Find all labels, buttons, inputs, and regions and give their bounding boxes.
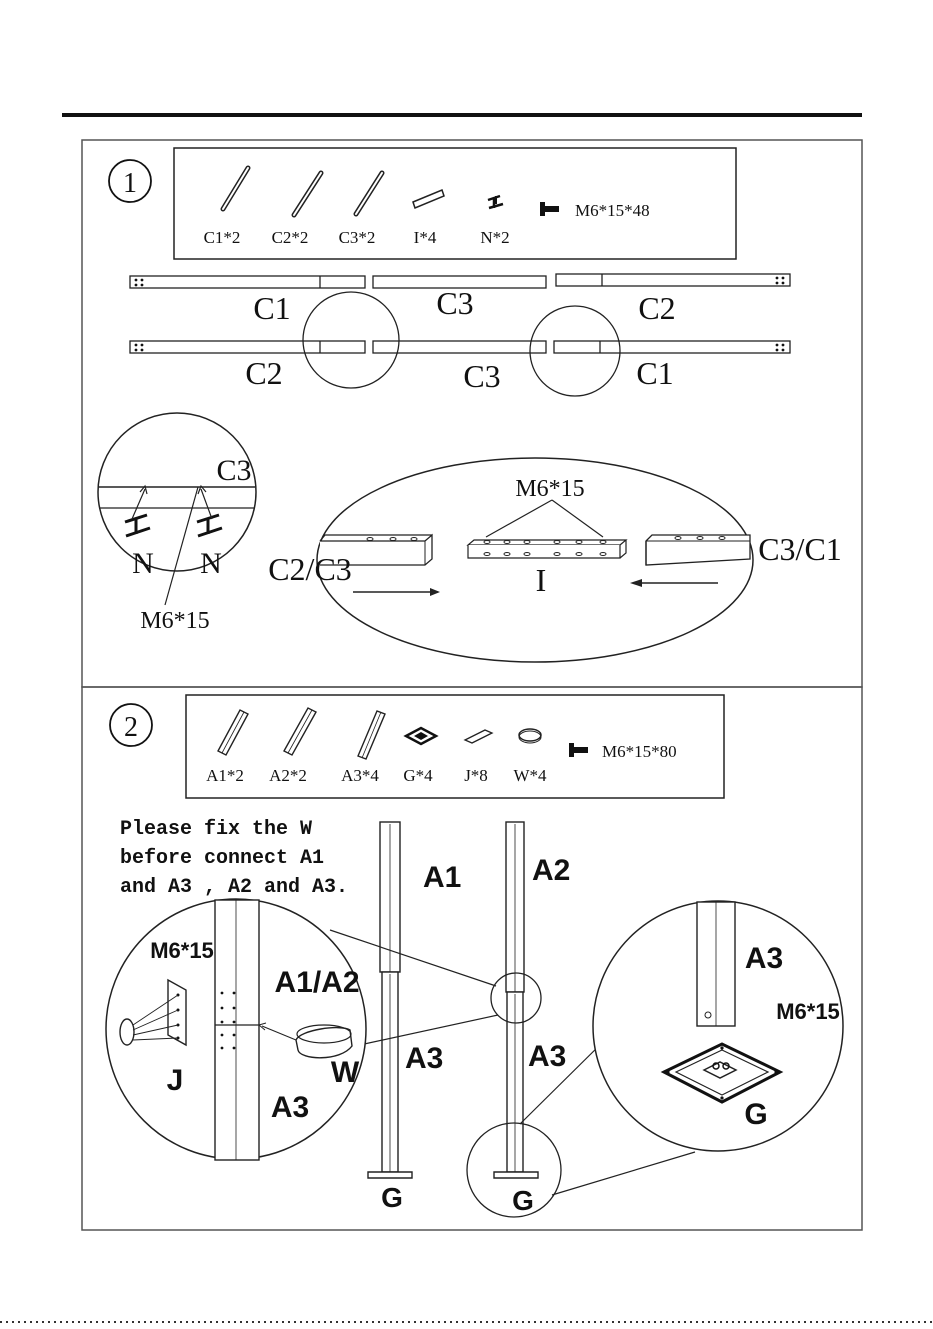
top-rule <box>62 113 862 117</box>
svg-text:A1/A2: A1/A2 <box>274 966 359 999</box>
part-label-a3: A3*4 <box>341 766 379 785</box>
bracket-n-icon <box>488 196 503 208</box>
pole-a3-icon <box>358 711 385 759</box>
rail-label-top-left: C1 <box>253 290 290 326</box>
tube-c3-icon <box>356 173 382 214</box>
svg-text:M6*15: M6*15 <box>776 999 840 1024</box>
detail-circle-joint: M6*15 A1/A2 A3 J W <box>106 899 366 1160</box>
part-label-j: J*8 <box>464 766 488 785</box>
svg-text:G: G <box>512 1185 534 1216</box>
svg-text:A3: A3 <box>745 942 783 975</box>
svg-text:W: W <box>331 1056 360 1089</box>
svg-text:A2: A2 <box>532 854 570 887</box>
part-label-a1: A1*2 <box>206 766 244 785</box>
svg-text:M6*15: M6*15 <box>140 608 209 634</box>
part-label-w: W*4 <box>513 766 547 785</box>
step2-parts-box: A1*2 A2*2 A3*4 G*4 J*8 W*4 M6*15*80 <box>186 695 724 798</box>
svg-text:C2/C3: C2/C3 <box>268 551 352 587</box>
screw-icon-2 <box>569 743 588 757</box>
tube-c1-icon <box>223 168 248 209</box>
svg-text:I: I <box>536 562 547 598</box>
pole-assembly-left: A1 A3 G <box>368 822 461 1213</box>
bracket-j-icon <box>465 730 492 743</box>
screw-label-2: M6*15*80 <box>602 742 677 761</box>
step2-number-badge: 2 <box>110 704 152 746</box>
step1-number-badge: 1 <box>109 160 151 202</box>
svg-text:and A3 , A2 and A3.: and A3 , A2 and A3. <box>120 876 348 899</box>
svg-text:2: 2 <box>124 712 138 743</box>
step2-panel: 2 <box>82 687 862 1230</box>
rail-label-top-center: C3 <box>436 285 473 321</box>
svg-text:M6*15: M6*15 <box>515 476 584 502</box>
pole-a1-icon <box>218 710 248 755</box>
base-plate-g-icon <box>406 728 436 744</box>
part-label-c1: C1*2 <box>204 228 241 247</box>
svg-text:C3/C1: C3/C1 <box>758 531 842 567</box>
screw-label: M6*15*48 <box>575 201 650 220</box>
detail-ellipse-connector-i: M6*15 C2/C3 I C3/C1 <box>268 458 842 662</box>
detail-circle-bracket-n: C3 N N M6*15 <box>98 413 256 634</box>
svg-text:A3: A3 <box>405 1042 443 1075</box>
svg-text:C3: C3 <box>216 454 251 487</box>
pole-a2-icon <box>284 708 316 755</box>
part-label-i: I*4 <box>414 228 437 247</box>
zoom-circle-left <box>303 292 399 388</box>
step1-panel: 1 <box>82 140 862 687</box>
svg-text:A3: A3 <box>271 1091 309 1124</box>
rail-label-top-right: C2 <box>638 290 675 326</box>
part-label-n: N*2 <box>480 228 509 247</box>
rail-label-bottom-center: C3 <box>463 358 500 394</box>
top-rail-row: C1 C3 C2 <box>130 274 790 326</box>
svg-text:Please fix the W: Please fix the W <box>120 818 312 841</box>
svg-text:A3: A3 <box>528 1040 566 1073</box>
part-label-g: G*4 <box>403 766 433 785</box>
step1-parts-box: C1*2 C2*2 C3*2 I*4 N*2 M6*15*48 <box>174 148 736 259</box>
svg-text:before connect A1: before connect A1 <box>120 847 324 870</box>
connector-i-icon <box>413 190 444 208</box>
svg-text:G: G <box>381 1182 403 1213</box>
tube-c2-icon <box>294 173 321 215</box>
svg-text:N: N <box>132 547 154 580</box>
svg-text:G: G <box>744 1098 767 1131</box>
part-label-a2: A2*2 <box>269 766 307 785</box>
part-label-c2: C2*2 <box>272 228 309 247</box>
assembly-note: Please fix the W before connect A1 and A… <box>120 818 348 899</box>
part-label-c3: C3*2 <box>339 228 376 247</box>
svg-text:J: J <box>167 1064 184 1097</box>
pole-assembly-right: A2 A3 G <box>467 822 570 1217</box>
detail-circle-base: A3 M6*15 G <box>593 901 843 1151</box>
svg-text:M6*15: M6*15 <box>150 938 214 963</box>
screw-icon <box>540 202 559 216</box>
ring-w-icon <box>519 729 541 743</box>
rail-label-bottom-left: C2 <box>245 355 282 391</box>
rail-label-bottom-right: C1 <box>636 355 673 391</box>
svg-text:1: 1 <box>123 168 137 199</box>
svg-text:N: N <box>200 547 222 580</box>
svg-text:A1: A1 <box>423 861 461 894</box>
